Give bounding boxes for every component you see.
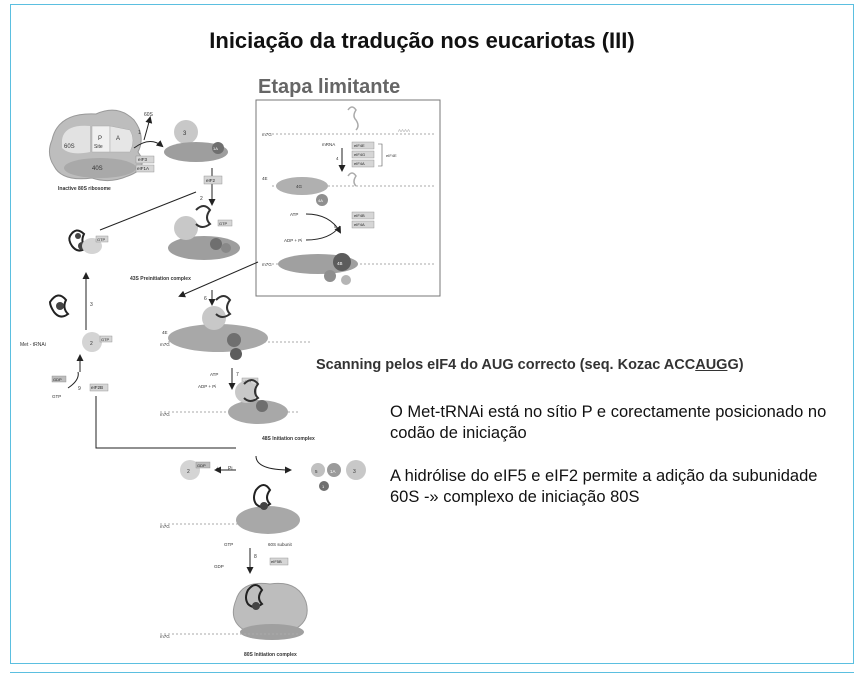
scanning-caption: Scanning pelos eIF4 do AUG correcto (seq… [316, 357, 744, 373]
gtp-eif2-label: GTP [101, 337, 110, 342]
eif2-bubble-label: 2 [90, 341, 93, 347]
step-4-number: 4 [336, 156, 339, 161]
ternary-complex-arrow [99, 191, 197, 231]
released-eif5-label: 5 [315, 469, 318, 474]
inactive-ribosome-label: Inactive 80S ribosome [58, 186, 111, 192]
eif4f-group-label: eIF4E [386, 153, 397, 158]
paragraph-hydrolysis: A hidrólise do eIF5 e eIF2 permite a adi… [390, 467, 818, 506]
gdp-return-line [95, 396, 236, 449]
paragraph-met-trna: O Met-tRNAi está no sítio P e corectamen… [390, 403, 827, 442]
site-a-label: A [116, 136, 120, 142]
met-trna-label: Met - tRNAi [20, 342, 46, 348]
released-eif1-label: 1 [322, 484, 325, 489]
site-e-label: Site [94, 144, 103, 150]
step-5-number: 5 [334, 224, 337, 229]
scanning-caption-pre: Scanning pelos eIF4 do AUG correcto (seq… [316, 357, 696, 373]
factor-eif3-label: eIF3 [138, 157, 148, 162]
met-trna-gtp-complex: GTP [68, 229, 109, 254]
rate-limiting-step-box: m7G AAAA mRNA 4 eIF4E eIF4G eIF4A eIF4E … [255, 99, 441, 297]
step1-arrow [133, 140, 164, 149]
gdp-recycle-label: GDP [53, 377, 62, 382]
atp-label: ATP [290, 212, 298, 217]
pi-gdp-label: GDP [214, 564, 224, 569]
gtp-ternary-label: GTP [97, 237, 106, 242]
eif4b-box-label: eIF4B [354, 213, 365, 218]
inactive-80s-ribosome: P A Site 60S 40S Inactive 80S ribosome [48, 109, 143, 192]
eif4a-box-label: eIF4A [354, 161, 365, 166]
subunit-60s-label: 60S [64, 144, 75, 150]
subunit-60s-join-label: 60S subunit [268, 542, 293, 547]
eif4a-box2-label: eIF4A [354, 222, 365, 227]
scanning-48s-complex: m7G 4E [160, 295, 310, 360]
gtp-recycle-label: GTP [52, 394, 61, 399]
eif4e-box-label: eIF4E [354, 143, 365, 148]
mrna-label: mRNA [322, 142, 335, 147]
step-8-number: 8 [254, 554, 257, 560]
released-eif3-label: 3 [353, 469, 356, 475]
cap-label-1: m7G [262, 132, 272, 137]
cap-label-5: m7G [160, 524, 170, 529]
eif4e-scan-label: 4E [162, 330, 168, 335]
cap-label-2: m7G [262, 262, 272, 267]
step-6-number: 6 [204, 296, 207, 302]
released-eif1a-label: 1A [330, 469, 336, 474]
released-pi-label: Pi [228, 466, 232, 472]
slide-title: Iniciação da tradução nos eucariotas (II… [209, 28, 635, 53]
eif4e-small-label: 4E [262, 176, 268, 181]
initiation-48s-label: 48S Initiation complex [262, 436, 315, 442]
cap-label-6: m7G [160, 634, 170, 639]
gtp-step8-label: GTP [224, 542, 233, 547]
eif2-box-label: eIF2 [206, 178, 216, 183]
scanning-caption-codon: AUG [695, 357, 728, 373]
released-gdp-label: GDP [197, 463, 206, 468]
trna-on-mrna: m7G [160, 484, 300, 534]
polya-label-1: AAAA [398, 128, 410, 133]
eif4g-small-label: 4G [296, 184, 303, 189]
eif1a-bubble-label: 1A [213, 146, 218, 151]
release-60s-arrow [143, 116, 153, 141]
factor-eif1a-label: eIF1A [137, 166, 149, 171]
preinitiation-43s-complex: GTP 43S Preinitiation complex [130, 205, 240, 282]
free-40s-subunit: 3 1A [164, 120, 228, 162]
site-p-label: P [98, 136, 102, 142]
preinitiation-43s-label: 43S Preinitiation complex [130, 276, 191, 282]
step-3-number: 3 [90, 302, 93, 308]
box-to-scanning-arrow [178, 261, 259, 298]
subunit-40s-label: 40S [92, 166, 103, 172]
slide-frame [10, 4, 854, 664]
atp-step7-label: ATP [210, 372, 218, 377]
released-eif2-label: 2 [187, 469, 190, 475]
initiation-80s-complex: m7G 80S Initiation complex [160, 582, 308, 658]
svg-text:+: + [216, 466, 219, 472]
cap-label-3: m7G [160, 342, 170, 347]
eif4a-small-label: 4A [318, 198, 323, 203]
adp-step7-label: ADP + Pi [198, 384, 216, 389]
slide-footer-line [10, 672, 854, 673]
step-2-number: 2 [200, 196, 203, 202]
slide-subtitle: Etapa limitante [258, 76, 401, 98]
eif4g-box-label: eIF4G [354, 152, 365, 157]
eif5b-box-label: eIF5B [271, 559, 282, 564]
step-9-number: 9 [78, 386, 81, 392]
eif4b-small-label: 4B [337, 261, 343, 266]
scanning-caption-post: G) [727, 357, 744, 373]
eif2b-label: eIF2B [91, 385, 103, 390]
step-1-number: 1 [138, 130, 141, 136]
gtp-43s-label: GTP [219, 221, 228, 226]
adp-pi-label: ADP + Pi [284, 238, 302, 243]
met-trna-free: Met - tRNAi 2 GTP [20, 294, 113, 352]
eif3-bubble-label: 3 [183, 131, 187, 137]
cap-label-4: m7G [160, 412, 170, 417]
initiation-80s-label: 80S Initiation complex [244, 652, 297, 658]
recycle-arrow [67, 371, 79, 389]
released-60s-label: 60S [144, 112, 154, 118]
step-7-number: 7 [236, 372, 239, 378]
initiation-48s-complex: m7G 48S Initiation complex [160, 379, 315, 442]
